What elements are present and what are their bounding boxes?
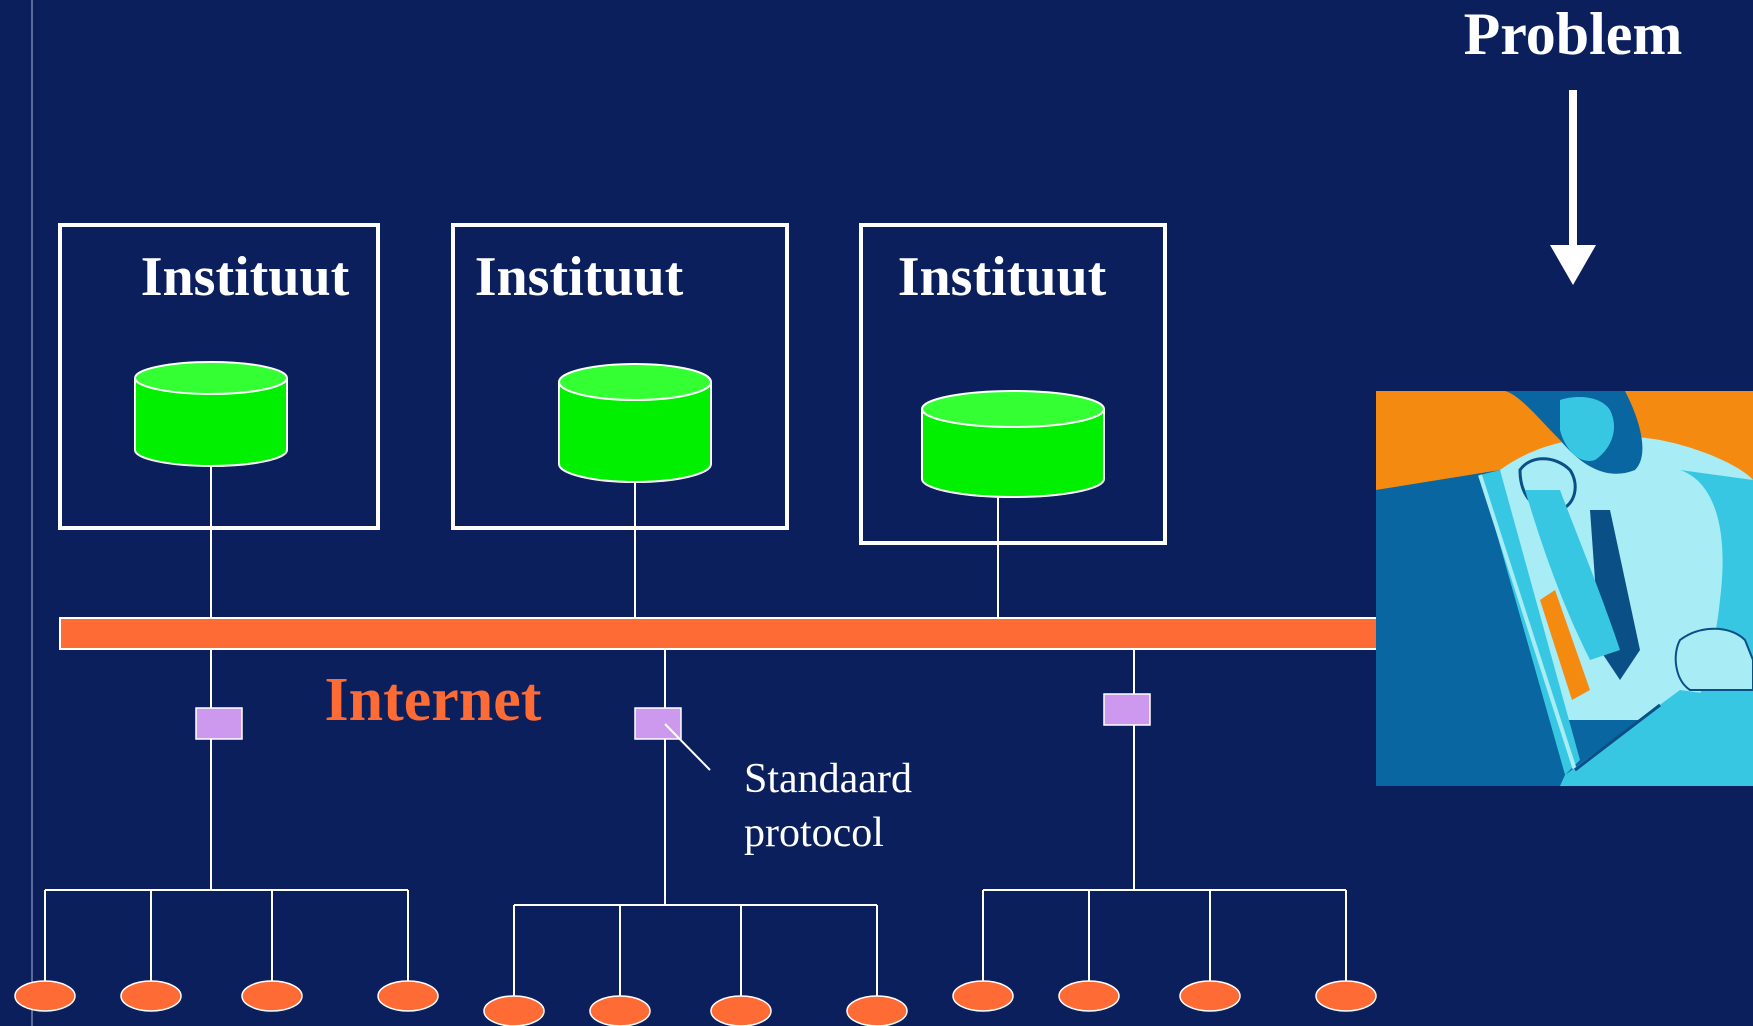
database-icon xyxy=(558,363,712,483)
client-node-icon xyxy=(1315,980,1377,1012)
problem-label: Problem xyxy=(1464,1,1683,67)
protocol-callout-line xyxy=(664,723,711,771)
database-icon xyxy=(921,390,1105,498)
internet-bar xyxy=(59,617,1381,650)
client-node-icon xyxy=(846,995,908,1026)
institute-label: Instituut xyxy=(475,246,684,308)
institute-box-3: Instituut xyxy=(859,223,1167,618)
protocol-node-icon xyxy=(195,707,243,740)
protocol-label-line1: Standaard xyxy=(744,756,912,802)
client-node-icon xyxy=(120,980,182,1012)
client-node-icon xyxy=(483,995,545,1026)
database-icon xyxy=(134,361,288,467)
client-network-2 xyxy=(483,649,908,1026)
protocol-node-icon xyxy=(1103,693,1151,726)
client-node-icon xyxy=(14,980,76,1012)
client-network-3 xyxy=(952,649,1377,1012)
client-node-icon xyxy=(710,995,772,1026)
client-node-icon xyxy=(241,980,303,1012)
protocol-label-line2: protocol xyxy=(744,810,884,856)
client-node-icon xyxy=(952,980,1014,1012)
institute-box-2: Instituut xyxy=(451,223,789,618)
institute-box-1: Instituut xyxy=(58,223,380,618)
thinking-person-icon xyxy=(1376,391,1753,786)
client-network-1 xyxy=(14,649,439,1012)
client-node-icon xyxy=(1058,980,1120,1012)
client-node-icon xyxy=(589,995,651,1026)
client-node-icon xyxy=(377,980,439,1012)
internet-label: Internet xyxy=(325,666,542,734)
institute-label: Instituut xyxy=(141,246,350,308)
institute-label: Instituut xyxy=(898,246,1107,308)
down-arrow-icon xyxy=(1550,90,1596,285)
client-node-icon xyxy=(1179,980,1241,1012)
